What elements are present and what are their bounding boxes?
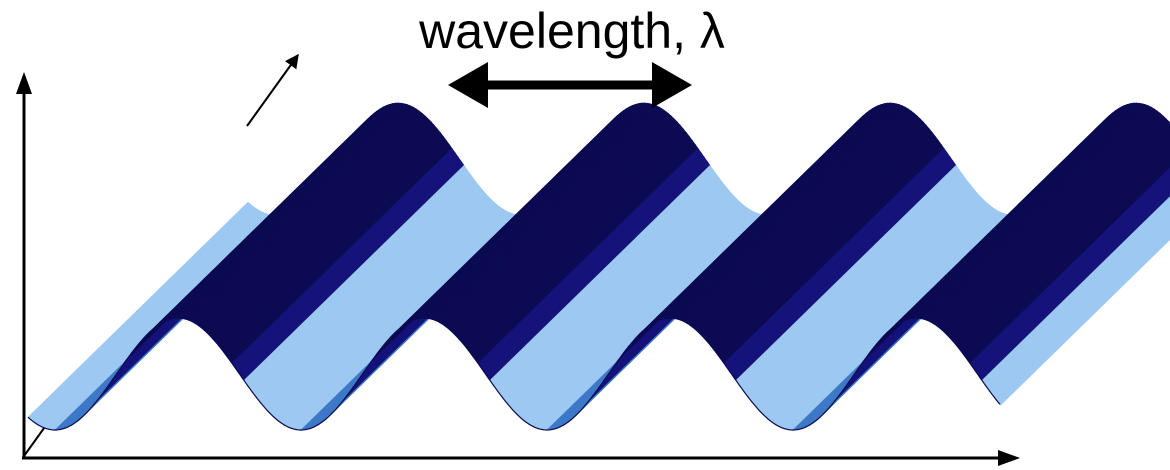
wavelength-arrow-right-icon	[652, 62, 692, 108]
vertical-axis-arrowhead-icon	[16, 72, 32, 94]
wave-front-edge	[27, 317, 1001, 431]
wavelength-indicator: wavelength, λ	[418, 3, 725, 108]
wavelength-arrow-left-icon	[448, 62, 488, 108]
horizontal-axis-arrowhead-icon	[998, 450, 1020, 466]
wavelength-label: wavelength, λ	[418, 3, 725, 59]
depth-axis-back	[246, 53, 299, 127]
wave-surface	[27, 102, 1170, 431]
